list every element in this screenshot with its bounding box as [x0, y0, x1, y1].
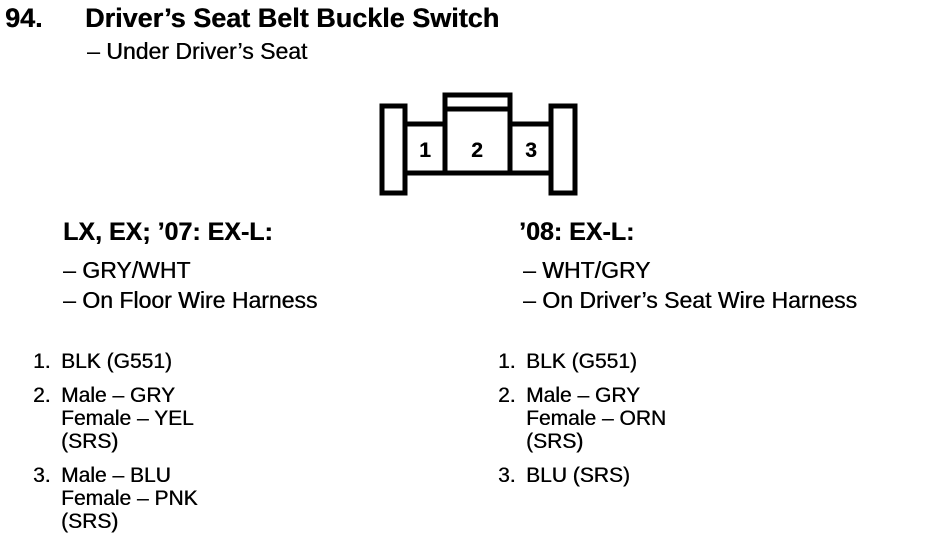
pin-description: Male – BLU Female – PNK (SRS): [61, 464, 198, 533]
pin-item: 3. BLU (SRS): [498, 464, 666, 487]
detail-line: – GRY/WHT: [63, 257, 191, 283]
pin-line: BLU (SRS): [526, 464, 630, 487]
connector-pin-2-label: 2: [471, 139, 483, 162]
pin-line: (SRS): [526, 430, 584, 453]
pin-line: BLK (G551): [526, 350, 637, 373]
pin-description: BLU (SRS): [526, 464, 630, 487]
detail-line: – WHT/GRY: [523, 257, 651, 283]
page-item-number: 94.: [5, 3, 43, 33]
pin-line: Female – YEL: [61, 407, 194, 430]
connector-pin-3-label: 3: [525, 139, 537, 162]
pin-line: (SRS): [61, 510, 119, 533]
pin-number: 3.: [498, 464, 516, 487]
connector-pin-1-label: 1: [419, 139, 431, 162]
pin-number: 2.: [498, 384, 516, 407]
pin-list-right: 1. BLK (G551) 2. Male – GRY Female – ORN…: [498, 350, 666, 498]
pin-line: Male – BLU: [61, 464, 171, 487]
pin-item: 2. Male – GRY Female – ORN (SRS): [498, 384, 666, 453]
pin-description: Male – GRY Female – ORN (SRS): [526, 384, 666, 453]
pin-number: 1.: [498, 350, 516, 373]
pin-line: Female – ORN: [526, 407, 667, 430]
pin-number: 1.: [33, 350, 51, 373]
pin-line: BLK (G551): [61, 350, 172, 373]
pin-item: 1. BLK (G551): [498, 350, 666, 373]
pin-number: 3.: [33, 464, 51, 487]
column-right-details: – WHT/GRY – On Driver’s Seat Wire Harnes…: [523, 255, 857, 315]
column-right-heading: ’08: EX-L:: [519, 218, 635, 246]
column-left-details: – GRY/WHT – On Floor Wire Harness: [63, 255, 317, 315]
detail-line: – On Driver’s Seat Wire Harness: [523, 287, 858, 313]
pin-line: Male – GRY: [526, 384, 640, 407]
pin-item: 3. Male – BLU Female – PNK (SRS): [33, 464, 198, 533]
column-left-heading: LX, EX; ’07: EX-L:: [63, 218, 273, 246]
connector-diagram: 1 2 3: [379, 92, 578, 196]
pin-line: Female – PNK: [61, 487, 198, 510]
pin-number: 2.: [33, 384, 51, 407]
pin-description: BLK (G551): [526, 350, 637, 373]
pin-list-left: 1. BLK (G551) 2. Male – GRY Female – YEL…: [33, 350, 198, 544]
detail-line: – On Floor Wire Harness: [63, 287, 318, 313]
pin-description: BLK (G551): [61, 350, 172, 373]
pin-item: 1. BLK (G551): [33, 350, 198, 373]
pin-description: Male – GRY Female – YEL (SRS): [61, 384, 194, 453]
connector-right-ear: [548, 103, 578, 196]
connector-left-ear: [379, 103, 408, 196]
pin-line: (SRS): [61, 430, 119, 453]
pin-item: 2. Male – GRY Female – YEL (SRS): [33, 384, 198, 453]
page-title: Driver’s Seat Belt Buckle Switch: [85, 3, 500, 33]
pin-line: Male – GRY: [61, 384, 175, 407]
page-subtitle: – Under Driver’s Seat: [87, 38, 308, 64]
